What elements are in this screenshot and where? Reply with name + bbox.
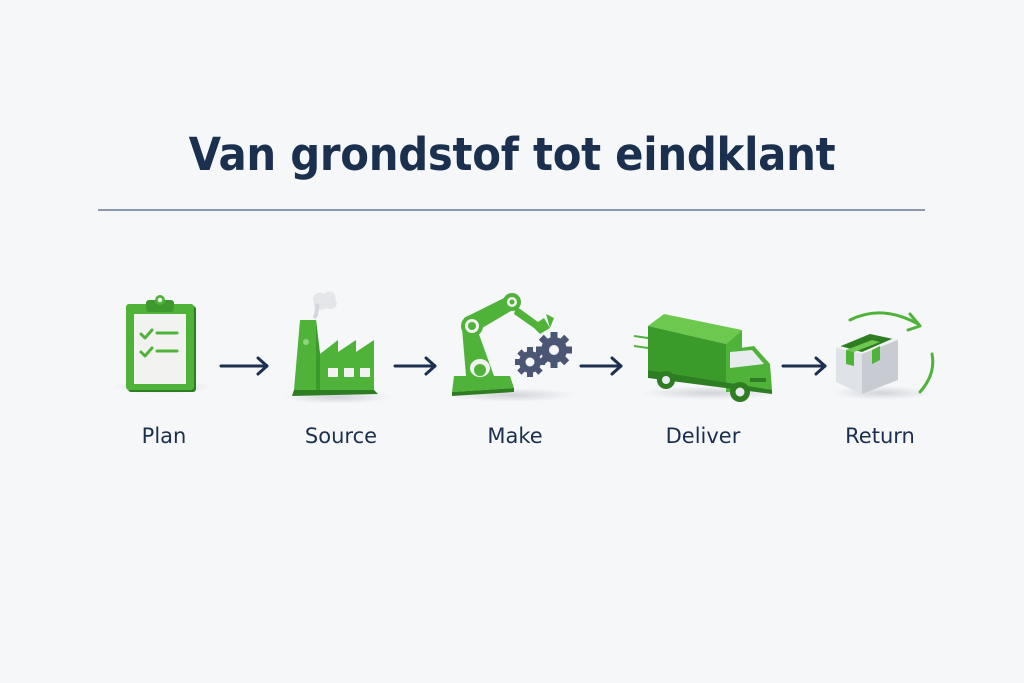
return-box-icon xyxy=(836,311,935,394)
step-label-make: Make xyxy=(487,424,543,448)
step-label-plan: Plan xyxy=(141,424,187,448)
page-title: Van grondstof tot eindklant xyxy=(188,128,836,181)
title-divider xyxy=(98,209,925,211)
arrow-right-icon xyxy=(579,356,623,376)
delivery-truck-icon xyxy=(633,314,772,402)
arrow-right-icon xyxy=(219,356,269,376)
robot-arm-gears-icon xyxy=(452,293,572,396)
step-label-deliver: Deliver xyxy=(665,424,741,448)
step-label-source: Source xyxy=(304,424,378,448)
arrow-right-icon xyxy=(781,356,827,376)
clipboard-checklist-icon xyxy=(126,295,196,392)
arrow-right-icon xyxy=(393,356,437,376)
step-label-return: Return xyxy=(845,424,915,448)
factory-icon xyxy=(292,291,378,396)
